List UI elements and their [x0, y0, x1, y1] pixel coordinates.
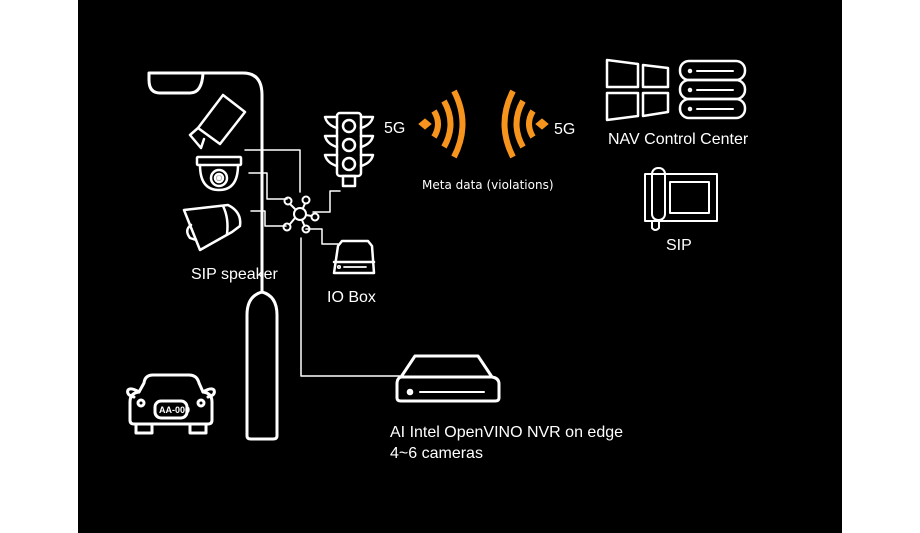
network-hub-icon: [282, 195, 320, 234]
5g-label-right: 5G: [554, 121, 576, 138]
windows-server-icon: [605, 58, 747, 122]
diagram-canvas: 5G 5G Meta data (violations) NAV Control…: [78, 0, 842, 533]
wireless-signal-right-icon: [501, 89, 549, 159]
control-center-label: NAV Control Center: [608, 131, 749, 148]
sip-speaker-label: SIP speaker: [191, 266, 278, 283]
wireless-signal-left-icon: [418, 89, 466, 159]
sip-phone-icon: [644, 167, 718, 231]
io-box-icon: [332, 239, 376, 275]
nvr-label-line1: AI Intel OpenVINO NVR on edge: [390, 424, 624, 441]
megaphone-icon: [182, 203, 242, 252]
street-light-pole-icon: [147, 71, 279, 441]
traffic-light-icon: [323, 111, 375, 188]
license-plate-text: AA-000: [159, 405, 191, 415]
nvr-device-icon: [395, 354, 501, 403]
nvr-label-line2: 4~6 cameras: [390, 445, 483, 462]
bullet-camera-icon: [188, 93, 247, 150]
io-box-label: IO Box: [327, 289, 376, 306]
5g-label-left: 5G: [384, 120, 406, 137]
dome-camera-icon: [195, 155, 243, 192]
car-icon: [126, 373, 216, 435]
connection-lines: [244, 149, 401, 377]
sip-label: SIP: [666, 237, 692, 254]
metadata-caption: Meta data (violations): [422, 178, 554, 192]
